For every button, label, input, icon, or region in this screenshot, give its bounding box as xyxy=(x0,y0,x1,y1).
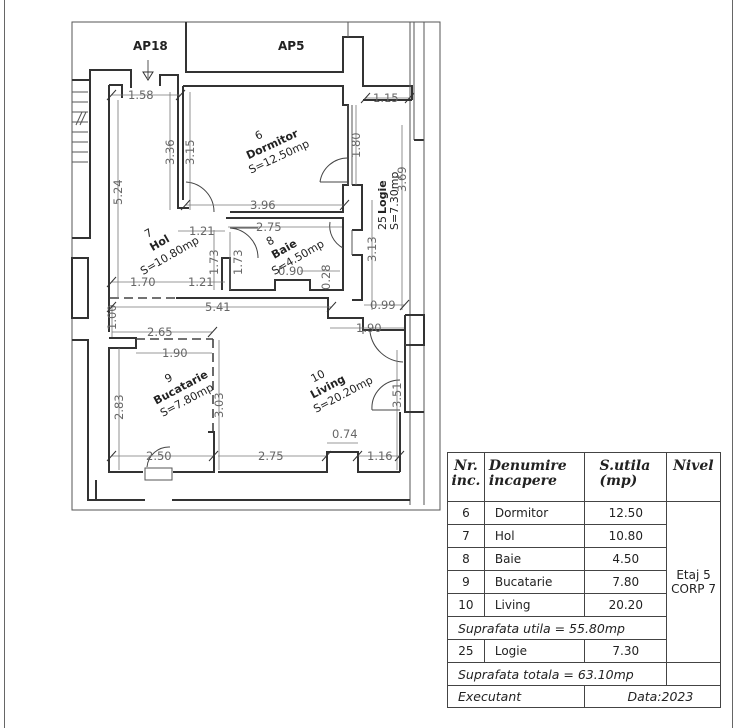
table-row: 9 Bucatarie 7.80 xyxy=(447,570,721,594)
text-plan-rooms-4-nr: 10 xyxy=(309,367,327,385)
text-table-rows-3-area: 7.80 xyxy=(584,570,668,594)
text-table-rows-2-name: Baie xyxy=(483,547,586,571)
text-plan-dimensions-d180: 1.80 xyxy=(349,132,363,158)
text-table-headers-name-0: Denumire xyxy=(488,458,567,474)
text-table-rows-4-nr: 10 xyxy=(447,593,485,617)
text-plan-dimensions-d303: 3.03 xyxy=(212,392,226,418)
text-plan-dimensions-d190b: 1.90 xyxy=(356,321,382,335)
text-plan-dimensions-d074: 0.74 xyxy=(332,427,358,441)
text-table-rows-0-area: 12.50 xyxy=(584,501,668,525)
bucatarie-walls xyxy=(108,337,143,473)
room-label-bucatarie: 9 Bucatarie S=7.80mp xyxy=(151,368,215,420)
text-table-level-1: CORP 7 xyxy=(671,582,716,596)
text-plan-dimensions-d351: 3.51 xyxy=(390,382,404,408)
text-plan-dimensions-d283: 2.83 xyxy=(112,394,126,420)
dimension-labels: 1.58 1.15 3.36 3.15 1.80 5.24 3.96 1.21 … xyxy=(105,88,409,463)
text-plan-dimensions-d275b: 2.75 xyxy=(258,449,284,463)
date-label: Data:2023 xyxy=(584,685,721,708)
executant-row: Executant Data:2023 xyxy=(446,685,721,708)
text-table-headers-area-0: S.utila xyxy=(599,458,651,474)
header-level: Nivel xyxy=(666,452,721,502)
usable-total-row: Suprafata utila = 55.80mp xyxy=(446,616,721,640)
room-label-dormitor: 6 Dormitor S=12.50mp xyxy=(244,127,311,177)
usable-total: Suprafata utila = 55.80mp xyxy=(446,616,668,640)
text-table-headers-nr-0: Nr. xyxy=(454,458,478,474)
text-table-headers-nr-1: inc. xyxy=(451,473,481,489)
text-table-level-0: Etaj 5 xyxy=(676,568,711,582)
ap18-label: AP18 xyxy=(133,39,168,53)
text-plan-dimensions-d265: 2.65 xyxy=(147,325,173,339)
text-plan-dimensions-d173b: 1.73 xyxy=(231,249,245,275)
table-row-logia: 25 Logie 7.30 xyxy=(447,639,721,663)
text-table-rows-4-area: 20.20 xyxy=(584,593,668,617)
text-plan-rooms-0-nr: 6 xyxy=(253,128,265,143)
text-table-headers-area-1: (mp) xyxy=(599,473,638,489)
text-plan-dimensions-d121b: 1.21 xyxy=(188,275,214,289)
page-border xyxy=(4,0,733,728)
executant-label: Executant xyxy=(446,685,586,708)
grand-total: Suprafata totala = 63.10mp xyxy=(446,662,668,686)
text-plan-dimensions-d090: 0.90 xyxy=(278,264,304,278)
text-plan-dimensions-d313: 3.13 xyxy=(365,236,379,262)
text-plan-dimensions-d541: 5.41 xyxy=(205,300,231,314)
ap5-label: AP5 xyxy=(278,39,304,53)
text-plan-dimensions-d028: 0.28 xyxy=(319,264,333,290)
text-table-rows-0-nr: 6 xyxy=(447,501,485,525)
text-table-headers-name-1: incapere xyxy=(488,473,557,489)
text-plan-dimensions-d099: 0.99 xyxy=(370,298,396,312)
living-walls xyxy=(218,451,400,473)
dormitor-door-arc xyxy=(319,157,349,183)
text-table-rows-1-area: 10.80 xyxy=(584,524,668,548)
room-label-living: 10 Living S=20.20mp xyxy=(308,367,375,415)
header-nr: Nr.inc. xyxy=(447,452,485,502)
text-plan-dimensions-d121a: 1.21 xyxy=(189,224,215,238)
text-plan-dimensions-d170: 1.70 xyxy=(130,275,156,289)
text-plan-dimensions-d173a: 1.73 xyxy=(207,249,221,275)
text-plan-dimensions-d115: 1.15 xyxy=(373,91,399,105)
text-table-logia-area: 7.30 xyxy=(584,639,668,663)
ap5-wall xyxy=(185,22,413,100)
text-plan-dimensions-d116: 1.16 xyxy=(367,449,393,463)
text-plan-dimensions-d396: 3.96 xyxy=(250,198,276,212)
text-table-rows-3-name: Bucatarie xyxy=(483,570,586,594)
text-plan-dimensions-d524: 5.24 xyxy=(111,179,125,205)
room-label-logie: 25 Logie S=7.30mp xyxy=(376,172,401,230)
text-table-logia-name: Logie xyxy=(483,639,586,663)
baie-walls xyxy=(221,217,344,291)
text-plan-dimensions-d158: 1.58 xyxy=(128,88,154,102)
text-plan-dimensions-d250: 2.50 xyxy=(146,449,172,463)
header-area: S.utila(mp) xyxy=(584,452,668,502)
stairs xyxy=(71,69,132,501)
text-plan-dimensions-d369: 3.69 xyxy=(395,166,409,192)
text-plan-rooms-5-area: S=7.30mp xyxy=(388,172,401,230)
text-table-rows-1-name: Hol xyxy=(483,524,586,548)
grand-total-row: Suprafata totala = 63.10mp xyxy=(446,662,721,686)
text-table-logia-nr: 25 xyxy=(447,639,485,663)
text-table-rows-3-nr: 9 xyxy=(447,570,485,594)
text-plan-dimensions-d190a: 1.90 xyxy=(162,346,188,360)
room-label-hol: 7 Hol S=10.80mp xyxy=(138,226,201,278)
text-plan-dimensions-d336: 3.36 xyxy=(163,139,177,165)
text-plan-rooms-5-nr: 25 xyxy=(376,216,389,230)
text-table-rows-2-area: 4.50 xyxy=(584,547,668,571)
text-plan-dimensions-d100: 1.00 xyxy=(105,304,119,330)
text-table-rows-1-nr: 7 xyxy=(447,524,485,548)
text-table-rows-0-name: Dormitor xyxy=(483,501,586,525)
text-plan-dimensions-d315: 3.15 xyxy=(183,139,197,165)
text-plan-rooms-5-name: Logie xyxy=(376,180,389,214)
text-plan-dimensions-d275a: 2.75 xyxy=(256,220,282,234)
text-table-rows-2-nr: 8 xyxy=(447,547,485,571)
text-table-rows-4-name: Living xyxy=(483,593,586,617)
